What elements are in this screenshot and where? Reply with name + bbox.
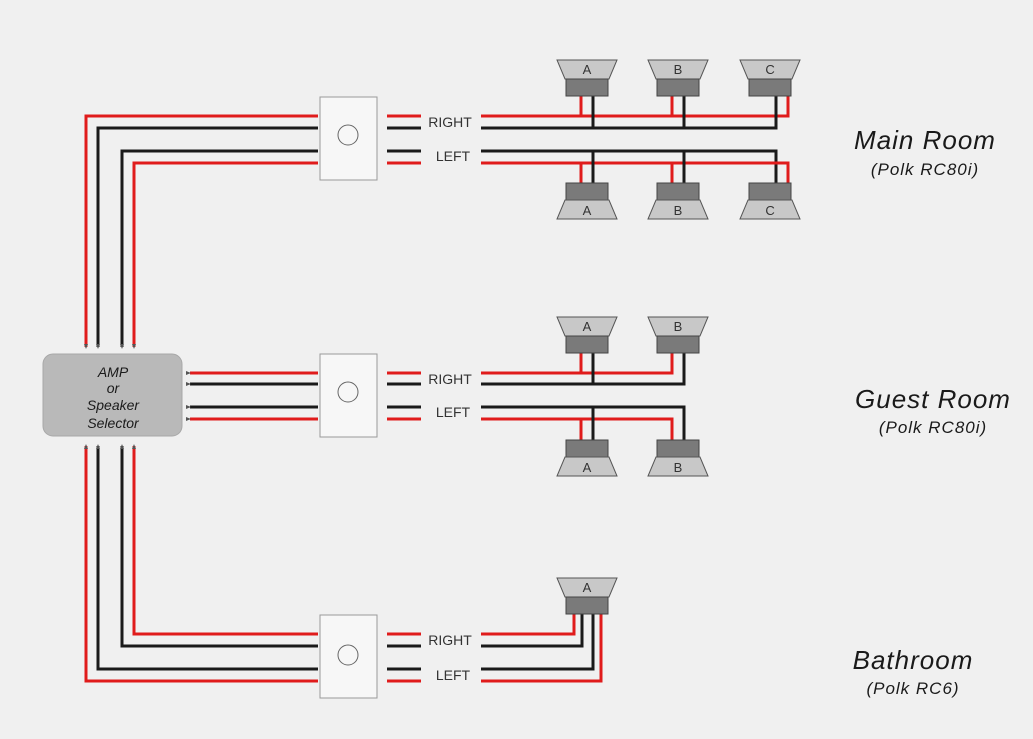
speaker-label: C: [765, 203, 774, 218]
speaker-icon: B: [647, 182, 709, 220]
main-wire-right-negative: [96, 126, 318, 347]
main-left-label: LEFT: [436, 148, 471, 164]
volume-control-bathroom: [319, 614, 378, 699]
room-name-guest: Guest Room: [855, 384, 1011, 414]
amp-speaker-selector: AMP or Speaker Selector: [42, 353, 183, 437]
guest-right-label: RIGHT: [428, 371, 472, 387]
bath-right-label: RIGHT: [428, 632, 472, 648]
speaker-icon: A: [556, 316, 618, 354]
speaker-label: B: [674, 460, 683, 475]
speaker-label: A: [583, 319, 592, 334]
speaker-label: B: [674, 203, 683, 218]
main-wire-left-negative: [120, 149, 318, 347]
room-model-main: (Polk RC80i): [871, 160, 979, 179]
room-titles: Main Room (Polk RC80i) Guest Room (Polk …: [853, 125, 1011, 698]
volume-knob-icon: [337, 644, 359, 666]
main-speaker-wiring: [481, 96, 790, 183]
guest-left-label: LEFT: [436, 404, 471, 420]
speaker-label: B: [674, 319, 683, 334]
volume-control-main: [319, 96, 378, 181]
main-wire-right-positive: [84, 114, 318, 347]
bath-wire-left-positive: [84, 446, 318, 683]
volume-knob-icon: [337, 381, 359, 403]
speaker-icon: B: [647, 59, 709, 97]
speaker-label: B: [674, 62, 683, 77]
amp-label-line-3: Speaker: [87, 397, 140, 413]
room-model-bathroom: (Polk RC6): [866, 679, 959, 698]
speaker-icon: B: [647, 316, 709, 354]
bath-speaker-wiring: [481, 614, 603, 683]
guest-speaker-wiring: [481, 353, 686, 440]
speaker-label: A: [583, 460, 592, 475]
main-wire-left-positive: [132, 161, 318, 347]
speaker-icon: B: [647, 439, 709, 477]
amp-trunk-wires: [84, 114, 318, 683]
bath-wire-right-positive: [132, 446, 318, 636]
wire-end-ticks: [84, 344, 191, 449]
room-model-guest: (Polk RC80i): [879, 418, 987, 437]
volume-control-guest: [319, 353, 378, 438]
amp-label-line-4: Selector: [87, 415, 140, 431]
speaker-label: A: [583, 203, 592, 218]
main-right-label: RIGHT: [428, 114, 472, 130]
bath-wire-left-negative: [96, 446, 318, 671]
room-name-main: Main Room: [854, 125, 996, 155]
speaker-label: A: [583, 62, 592, 77]
speaker-icon: A: [556, 182, 618, 220]
speaker-label: C: [765, 62, 774, 77]
amp-label-line-1: AMP: [97, 364, 129, 380]
speaker-icon: A: [556, 577, 618, 615]
speaker-icon: A: [556, 59, 618, 97]
amp-label-line-2: or: [107, 380, 121, 396]
control-output-stubs: [387, 114, 421, 683]
speaker-icon: A: [556, 439, 618, 477]
speaker-label: A: [583, 580, 592, 595]
volume-knob-icon: [337, 124, 359, 146]
room-name-bathroom: Bathroom: [853, 645, 974, 675]
speaker-icon: C: [739, 59, 801, 97]
bath-wire-right-negative: [120, 446, 318, 648]
speaker-icon: C: [739, 182, 801, 220]
bath-left-label: LEFT: [436, 667, 471, 683]
channel-labels: RIGHT LEFT RIGHT LEFT RIGHT LEFT: [428, 114, 472, 683]
